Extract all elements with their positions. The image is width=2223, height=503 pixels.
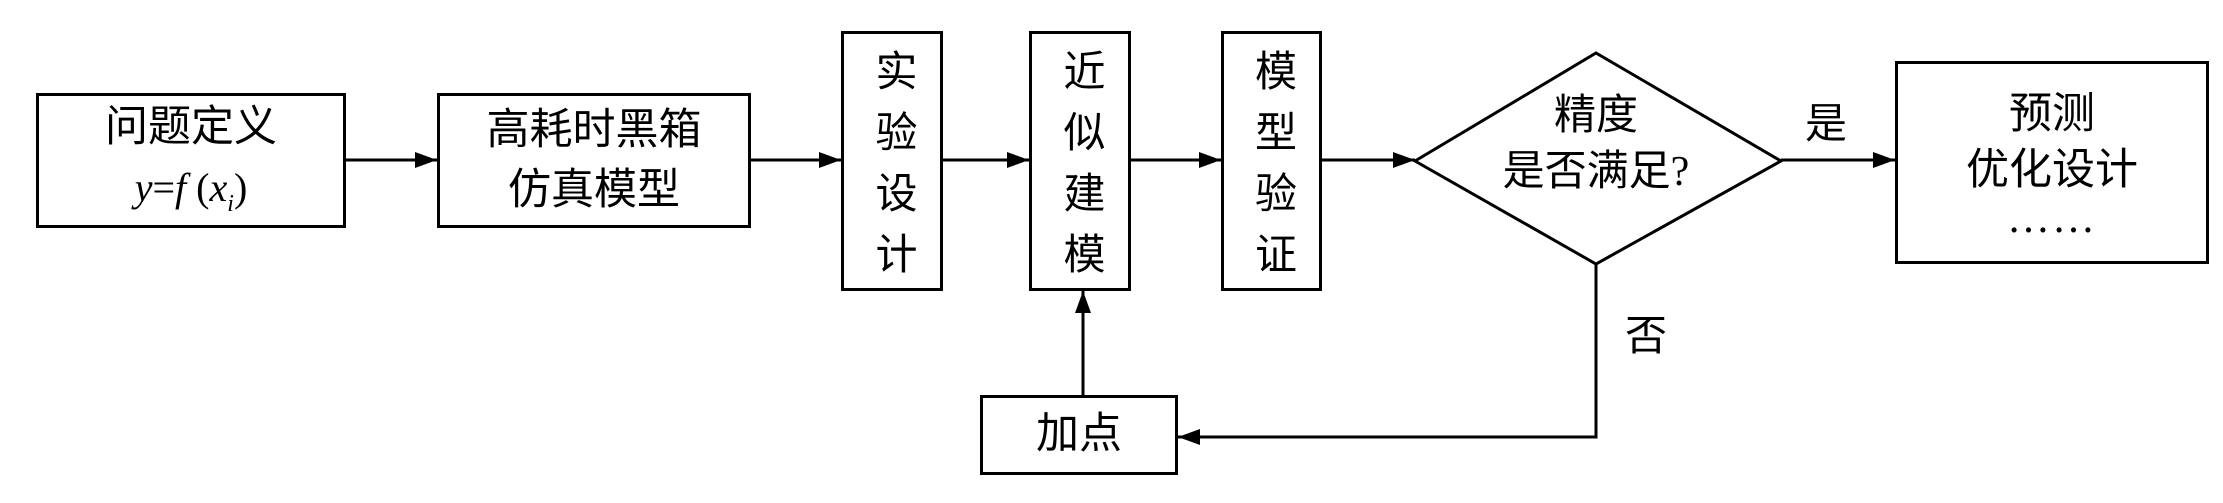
doe-label: 实验设计 [869, 48, 915, 293]
formula-subscript: i [227, 190, 234, 217]
node-prediction-optimization: 预测 优化设计 …… [1895, 61, 2209, 264]
output-ellipsis: …… [2007, 194, 2097, 242]
formula-rparen: ) [233, 164, 248, 210]
approx-label: 近似建模 [1057, 48, 1103, 293]
simulation-line2: 仿真模型 [508, 166, 680, 214]
output-line2: 优化设计 [1966, 146, 2138, 194]
problem-formula: y=f (xi) [135, 158, 248, 224]
decision-diamond [1412, 51, 1785, 266]
formula-equals: = [152, 164, 176, 210]
node-design-of-experiments: 实验设计 [841, 31, 943, 293]
problem-title: 问题定义 [105, 103, 277, 151]
formula-f: f [175, 164, 187, 210]
formula-y: y [134, 164, 153, 210]
output-line1: 预测 [2009, 90, 2095, 138]
node-problem-definition: 问题定义 y=f (xi) [36, 93, 346, 228]
node-simulation-model: 高耗时黑箱 仿真模型 [437, 93, 751, 228]
decision-label: 精度 是否满足? [1466, 88, 1726, 200]
decision-line2: 是否满足? [1502, 149, 1690, 195]
node-add-points: 加点 [980, 395, 1178, 475]
no-label: 否 [1625, 314, 1668, 360]
node-model-validation: 模型验证 [1221, 31, 1322, 293]
decision-line1: 精度 [1553, 93, 1638, 139]
yes-label: 是 [1805, 102, 1848, 148]
add-points-label: 加点 [1036, 411, 1122, 458]
formula-lparen: ( [196, 164, 210, 210]
simulation-line1: 高耗时黑箱 [486, 106, 702, 154]
formula-x: x [209, 164, 228, 210]
node-approximation-modeling: 近似建模 [1029, 31, 1131, 293]
validation-label: 模型验证 [1248, 48, 1295, 293]
edge-decision-no-to-add-points [1178, 264, 1598, 445]
